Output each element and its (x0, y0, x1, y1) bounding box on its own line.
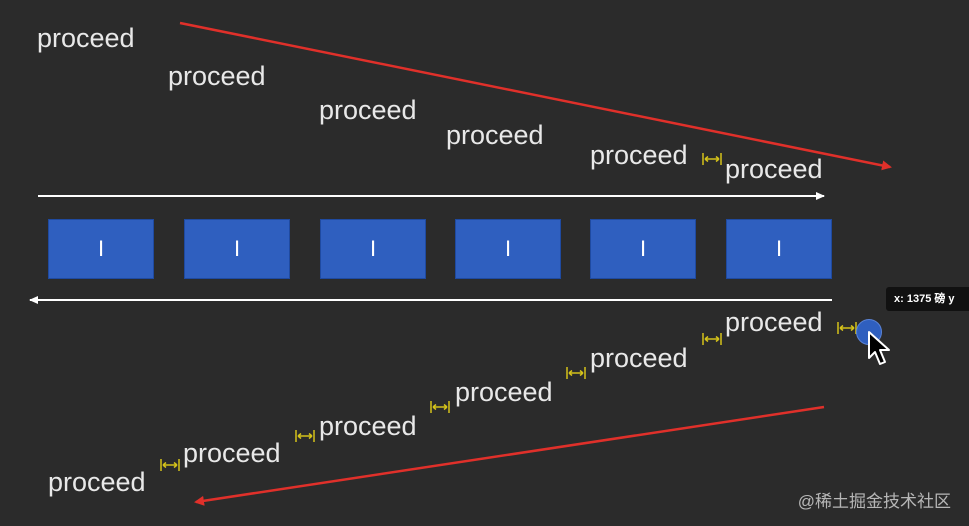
spacing-marker-icon (702, 333, 722, 345)
watermark: @稀土掘金技术社区 (797, 492, 951, 511)
spacing-marker-icon (160, 459, 180, 471)
spacing-marker-icon (837, 322, 857, 334)
proceed-label-bottom-5: proceed (183, 438, 281, 468)
proceed-label-bottom-3: proceed (455, 377, 553, 407)
proceed-label-bottom-4: proceed (319, 411, 417, 441)
proceed-label-bottom-2: proceed (590, 343, 688, 373)
frame-box-6: I (726, 219, 832, 279)
mouse-pointer-icon (868, 331, 890, 365)
frame-box-3: I (320, 219, 426, 279)
frame-box-5: I (590, 219, 696, 279)
frame-box-2: I (184, 219, 290, 279)
spacing-marker-icon (702, 153, 722, 165)
spacing-marker-icon (295, 430, 315, 442)
coordinate-tooltip: x: 1375 磅 y (886, 287, 969, 311)
proceed-label-top-4: proceed (446, 120, 544, 150)
top-red-arrow (179, 21, 892, 171)
proceed-label-top-5: proceed (590, 140, 688, 170)
proceed-label-top-6: proceed (725, 154, 823, 184)
frame-box-1: I (48, 219, 154, 279)
proceed-label-top-3: proceed (319, 95, 417, 125)
proceed-label-bottom-6: proceed (48, 467, 146, 497)
proceed-label-top-1: proceed (37, 23, 135, 53)
proceed-label-bottom-1: proceed (725, 307, 823, 337)
frame-box-4: I (455, 219, 561, 279)
spacing-marker-icon (430, 401, 450, 413)
spacing-marker-icon (566, 367, 586, 379)
proceed-label-top-2: proceed (168, 61, 266, 91)
bottom-red-arrow (194, 405, 825, 506)
